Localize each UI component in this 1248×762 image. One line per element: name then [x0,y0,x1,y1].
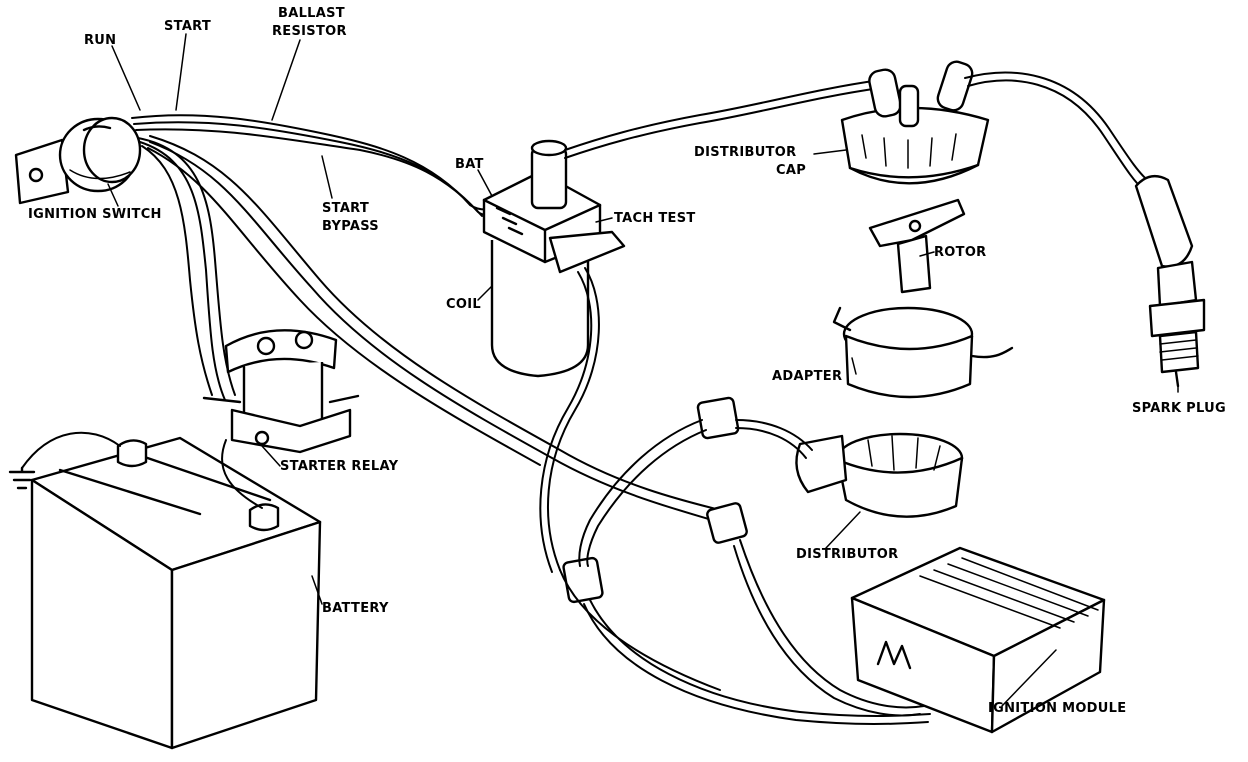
leader-lines [107,33,1179,707]
label-distributor-cap-line1: DISTRIBUTOR [694,145,796,160]
ignition-switch [14,116,142,205]
switch-harness [131,114,721,521]
label-bat: BAT [455,157,484,172]
coil-lead [564,79,881,151]
label-start-bypass-line1: START [322,201,369,216]
distributor [795,432,964,518]
ground-icon [8,466,36,490]
ignition-module [850,546,1106,734]
label-start: START [164,19,211,34]
label-coil: COIL [446,297,481,312]
label-ignition-module: IGNITION MODULE [988,701,1126,716]
label-adapter: ADAPTER [772,369,842,384]
label-tach-test: TACH TEST [614,211,696,226]
adapter [832,306,1014,399]
rotor [868,198,966,294]
label-ballast-resistor-line2: RESISTOR [272,24,347,39]
spark-plug [1134,174,1206,388]
label-distributor: DISTRIBUTOR [796,547,898,562]
starter-relay [202,329,360,454]
label-ballast-resistor-line1: BALLAST [278,6,345,21]
label-run: RUN [84,33,116,48]
label-battery: BATTERY [322,601,389,616]
coil [482,139,626,378]
distributor-cap [840,60,990,185]
label-distributor-cap-line2: CAP [776,163,806,178]
battery [30,436,322,750]
connectors [562,396,748,604]
label-rotor: ROTOR [934,245,987,260]
label-starter-relay: STARTER RELAY [280,459,399,474]
label-spark-plug: SPARK PLUG [1132,401,1226,416]
label-start-bypass-line2: BYPASS [322,219,379,234]
label-ignition-switch: IGNITION SWITCH [28,207,162,222]
